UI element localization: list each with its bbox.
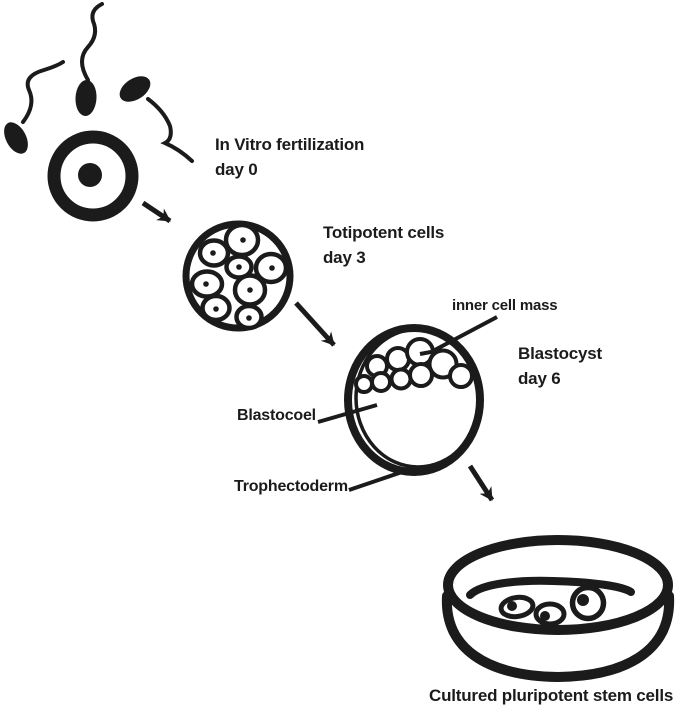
cell-nuclei: [203, 237, 275, 321]
label-inner-cell-mass: inner cell mass: [452, 297, 558, 314]
arrow-totipotent-to-blastocyst: [294, 301, 336, 347]
sperm-icon: [4, 2, 194, 163]
totipotent-day: day 3: [323, 248, 366, 267]
totipotent-name: Totipotent cells: [323, 223, 445, 242]
sperm-icon-right: [119, 76, 194, 163]
arrow-fertilization-to-totipotent: [141, 200, 172, 224]
petri-dish-icon: [441, 535, 675, 683]
culture-media-line: [466, 576, 635, 599]
cultured-cells: [498, 584, 607, 627]
fertilization-name: In Vitro fertilization: [215, 135, 365, 154]
label-blastocyst-stage: Blastocyst day 6: [518, 341, 602, 391]
sperm-icon-left: [4, 60, 65, 154]
sperm-icon-middle: [75, 2, 104, 116]
blastocyst-icon: [344, 324, 484, 476]
blastocyst-name: Blastocyst: [518, 344, 602, 363]
trophectoderm-inner-ring: [354, 327, 482, 469]
arrow-blastocyst-to-dish: [467, 464, 495, 502]
label-cultured-cells: Cultured pluripotent stem cells: [429, 686, 674, 705]
label-totipotent-stage: Totipotent cells day 3: [323, 220, 444, 270]
blastocyst-day: day 6: [518, 369, 561, 388]
egg-icon: [47, 130, 139, 222]
fertilization-day: day 0: [215, 160, 258, 179]
dish-body: [441, 591, 675, 683]
dish-rim: [443, 535, 673, 635]
inner-cell-mass-leader-line: [419, 315, 498, 356]
label-blastocoel: Blastocoel: [237, 407, 316, 424]
trophectoderm-leader-line: [348, 467, 412, 492]
label-fertilization-stage: In Vitro fertilization day 0: [215, 132, 364, 182]
label-trophectoderm: Trophectoderm: [234, 478, 348, 495]
blastocoel-leader-line: [317, 403, 378, 424]
totipotent-cells-icon: [182, 220, 294, 332]
